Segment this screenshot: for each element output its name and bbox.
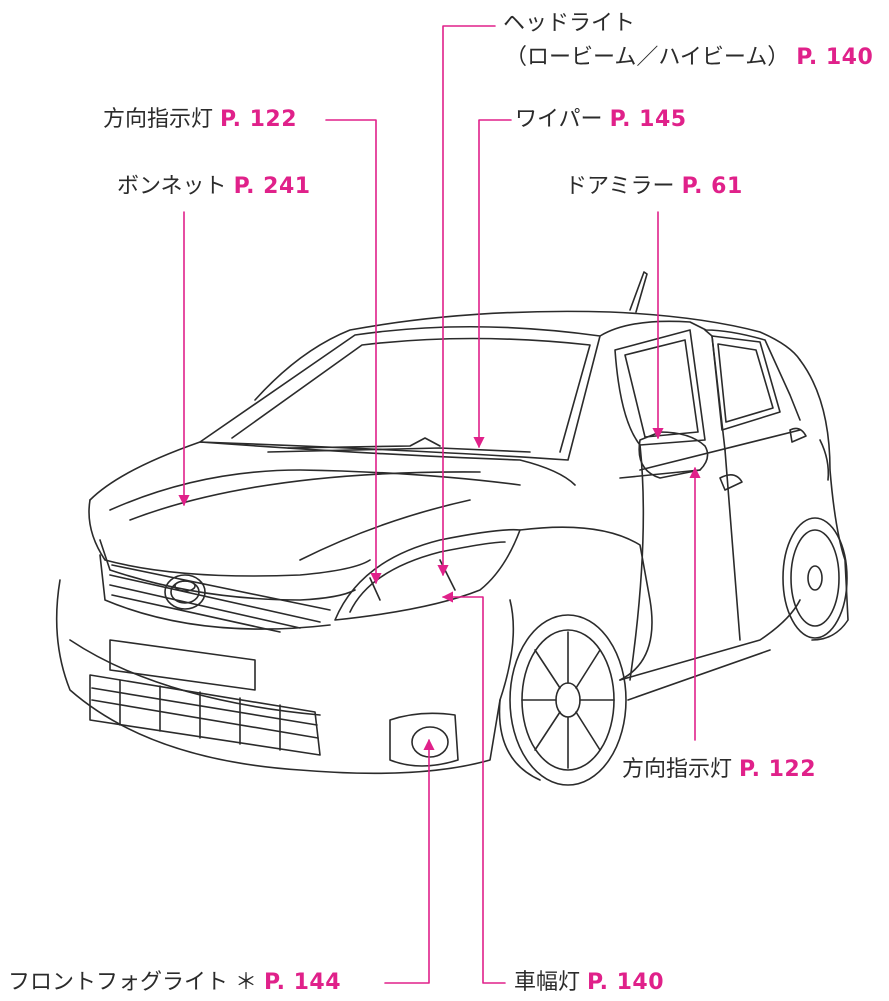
label-side-marker-text: 車幅灯 [514,970,581,995]
label-headlight: ヘッドライト [503,10,635,38]
leader-fog-light [384,738,435,984]
page-ref-hood[interactable]: P. 241 [233,174,311,199]
label-headlight-text1: ヘッドライト [503,11,636,36]
label-wiper-text: ワイパー [515,107,603,132]
label-turn-signal-front: 方向指示灯 P. 122 [103,106,297,134]
label-turn-signal-mirror: 方向指示灯 P. 122 [622,756,816,784]
label-hood: ボンネット P. 241 [117,173,311,201]
label-door-mirror: ドアミラー P. 61 [565,173,743,201]
page-ref-turn-signal-mirror[interactable]: P. 122 [739,757,817,782]
page-ref-headlight[interactable]: P. 140 [796,45,874,70]
label-fog-light-text: フロントフォグライト ＊ [8,970,257,995]
page-ref-door-mirror[interactable]: P. 61 [681,174,743,199]
label-headlight-text2: （ロービーム／ハイビーム） [505,45,790,70]
label-turn-signal-front-text: 方向指示灯 [103,107,214,132]
label-turn-signal-mirror-text: 方向指示灯 [622,757,733,782]
leader-turn-signal-front [325,119,382,585]
leader-headlight [437,25,496,577]
page-ref-side-marker[interactable]: P. 140 [587,970,665,995]
label-fog-light: フロントフォグライト ＊ P. 144 [8,969,341,997]
label-door-mirror-text: ドアミラー [565,174,675,199]
label-headlight-line2: （ロービーム／ハイビーム） P. 140 [505,44,873,72]
leader-side-marker [441,591,506,984]
page-ref-wiper[interactable]: P. 145 [609,107,687,132]
label-wiper: ワイパー P. 145 [515,106,687,134]
label-hood-text: ボンネット [117,174,227,199]
page-ref-fog-light[interactable]: P. 144 [264,970,342,995]
page-ref-turn-signal-front[interactable]: P. 122 [220,107,298,132]
leader-wiper [473,119,512,449]
label-side-marker: 車幅灯 P. 140 [514,969,664,997]
